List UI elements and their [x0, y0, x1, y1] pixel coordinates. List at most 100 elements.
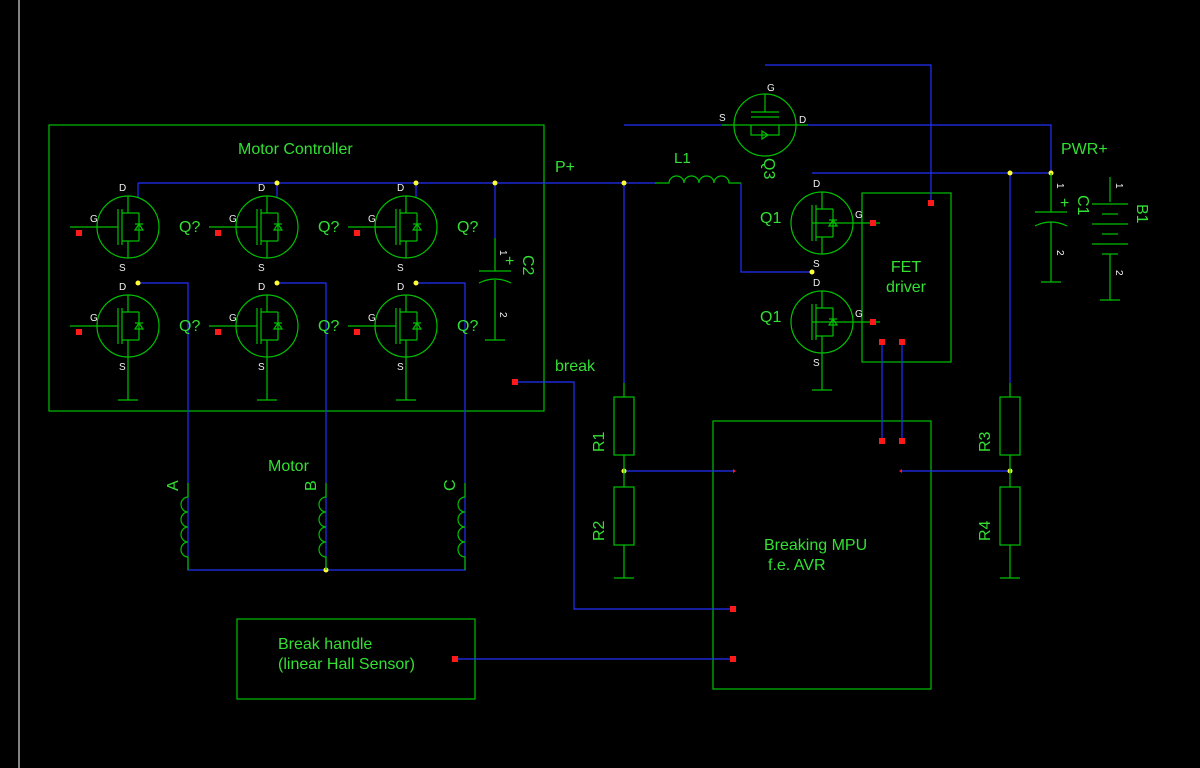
capacitor-c1[interactable]: + 1 2 C1 [1034, 173, 1091, 283]
net-break: break [555, 358, 596, 375]
resistor-r1[interactable]: R1 [591, 383, 635, 471]
phase-c-label: C [442, 479, 459, 491]
terminal[interactable] [452, 656, 458, 662]
drain-pin-label: D [119, 282, 126, 293]
motor-controller-block[interactable] [48, 124, 545, 412]
inductor-l1[interactable]: L1 [655, 150, 741, 184]
c2-pin1: 1 [497, 250, 508, 256]
terminal[interactable] [354, 230, 360, 236]
terminal[interactable] [730, 656, 736, 662]
fet-designator: Q? [457, 318, 478, 335]
source-pin-label: S [719, 113, 726, 124]
c1-label: C1 [1074, 195, 1091, 216]
terminal[interactable] [730, 606, 736, 612]
terminal[interactable] [899, 438, 905, 444]
c2-pin2: 2 [497, 312, 508, 318]
r2-label: R2 [591, 520, 608, 541]
b1-pin1: 1 [1113, 183, 1124, 189]
terminal[interactable] [879, 339, 885, 345]
phase-a-label: A [165, 480, 182, 491]
source-pin-label: S [397, 263, 404, 274]
fet-designator: Q3 [760, 158, 777, 179]
drain-pin-label: D [813, 278, 820, 289]
c2-label: C2 [519, 255, 536, 276]
gate-pin-label: G [229, 214, 237, 225]
break-handle-title: Break handle [278, 636, 372, 653]
motor-winding-b[interactable]: B [303, 480, 327, 570]
break-handle-subtitle: (linear Hall Sensor) [278, 656, 415, 673]
motor-winding-c[interactable]: C [442, 479, 466, 570]
source-pin-label: S [119, 263, 126, 274]
motor-controller-title: Motor Controller [238, 141, 353, 158]
capacitor-c2[interactable]: + 1 2 C2 [478, 238, 536, 341]
terminal[interactable] [76, 329, 82, 335]
b1-pin2: 2 [1113, 270, 1124, 276]
mosfet-q3[interactable]: S D G Q3 [719, 83, 808, 179]
drain-pin-label: D [397, 183, 404, 194]
r3-label: R3 [977, 431, 994, 452]
phase-b-label: B [303, 480, 320, 491]
mpu-input-markers [733, 469, 902, 473]
terminal[interactable] [215, 329, 221, 335]
fet-driver-line1: FET [891, 259, 921, 276]
resistor-r4[interactable]: R4 [977, 471, 1021, 579]
gate-pin-label: G [368, 214, 376, 225]
bridge-mosfet[interactable]: G D S Q? [348, 282, 478, 401]
mosfet-layer: GDSQ?GDSQ?GDSQ?GDSQ?GDSQ?GDSQ?GDSQ1GDSQ1… [70, 83, 880, 401]
terminal[interactable] [879, 438, 885, 444]
motor-label: Motor [268, 458, 310, 475]
terminal[interactable] [870, 319, 876, 325]
source-pin-label: S [813, 358, 820, 369]
gate-pin-label: G [855, 210, 863, 221]
mpu-subtitle: f.e. AVR [768, 557, 826, 574]
source-pin-label: S [119, 362, 126, 373]
breaking-mpu-block[interactable] [712, 420, 932, 690]
gate-pin-label: G [767, 83, 775, 94]
terminal[interactable] [899, 339, 905, 345]
gate-pin-label: G [90, 313, 98, 324]
terminal[interactable] [76, 230, 82, 236]
resistor-r3[interactable]: R3 [977, 383, 1021, 471]
gate-pin-label: G [855, 309, 863, 320]
fet-designator: Q? [318, 318, 339, 335]
terminal[interactable] [928, 200, 934, 206]
drain-pin-label: D [258, 282, 265, 293]
terminal[interactable] [215, 230, 221, 236]
terminal[interactable] [870, 220, 876, 226]
bridge-mosfet[interactable]: G D S Q? [70, 282, 200, 401]
terminals [76, 200, 934, 662]
b1-label: B1 [1133, 204, 1150, 224]
drain-pin-label: D [119, 183, 126, 194]
battery-b1[interactable]: 1 2 B1 [1092, 177, 1150, 301]
fet-designator: Q? [179, 318, 200, 335]
net-pwr-plus: PWR+ [1061, 141, 1108, 158]
c1-pin1: 1 [1054, 183, 1065, 189]
source-pin-label: S [397, 362, 404, 373]
fet-driver-block[interactable] [861, 192, 952, 363]
motor-winding-a[interactable]: A [165, 480, 189, 570]
fet-designator: Q? [318, 219, 339, 236]
c2-plus: + [505, 253, 514, 270]
source-pin-label: S [258, 263, 265, 274]
fet-driver-line2: driver [886, 279, 927, 296]
l1-label: L1 [674, 150, 691, 167]
drain-pin-label: D [799, 115, 806, 126]
r1-label: R1 [591, 431, 608, 452]
terminal[interactable] [512, 379, 518, 385]
drain-pin-label: D [397, 282, 404, 293]
mpu-title: Breaking MPU [764, 537, 867, 554]
gate-pin-label: G [368, 313, 376, 324]
source-pin-label: S [813, 259, 820, 270]
drain-pin-label: D [813, 179, 820, 190]
resistor-r2[interactable]: R2 [591, 471, 635, 579]
c1-plus: + [1060, 195, 1069, 212]
terminal[interactable] [354, 329, 360, 335]
c1-pin2: 2 [1054, 250, 1065, 256]
